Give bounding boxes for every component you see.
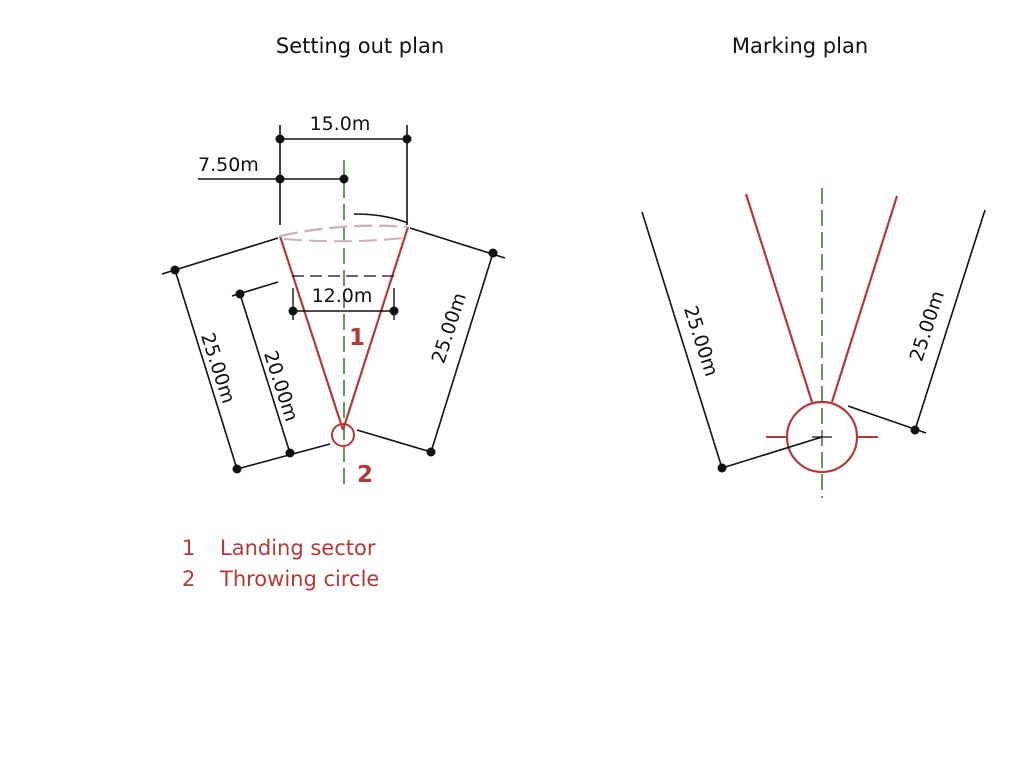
throwing-circle [331,423,355,447]
legend: 1 Landing sector 2 Throwing circle [182,536,379,591]
legend-label: Landing sector [220,536,376,560]
legend-item: 1 Landing sector [182,536,376,560]
marking-dimension-left-25m: 25.00m [641,211,823,473]
dimension-left-20m-label: 20.00m [259,348,302,424]
throwing-circle-marker: 2 [357,462,373,488]
dimension-left-25m-label: 25.00m [196,330,239,406]
marking-sector-right [830,195,899,403]
dimension-12m: 12.0m [288,285,399,320]
marking-dimension-right-25m: 25.00m [847,209,986,435]
setting-out-plan-title: Setting out plan [276,34,444,58]
outer-arc-dashed-2 [283,237,406,243]
dimension-15m: 15.0m [275,113,412,225]
dimension-right-25m-label: 25.00m [428,290,471,366]
dimension-12m-label: 12.0m [312,285,373,307]
setting-out-plan: 15.0m 7.50m 12.0m 25.00m [161,113,506,488]
landing-sector-marker: 1 [349,325,365,351]
dimension-7-5m: 7.50m [198,154,349,184]
dimension-right-25m: 25.00m [356,227,506,457]
dimension-15m-label: 15.0m [310,113,371,135]
marking-plan-title: Marking plan [732,34,868,58]
legend-item: 2 Throwing circle [182,567,379,591]
top-arc [353,213,409,224]
legend-number: 1 [182,536,195,560]
marking-sector-left [744,193,814,403]
marking-left-25m-label: 25.00m [679,303,722,379]
outer-arc-dashed [279,224,409,238]
marking-right-25m-label: 25.00m [906,288,949,364]
dimension-7-5m-label: 7.50m [198,154,259,176]
marking-plan: 25.00m 25.00m [641,188,986,498]
dimension-left-25m: 25.00m [161,237,331,474]
legend-label: Throwing circle [219,567,379,591]
landing-sector-lines [278,226,410,431]
legend-number: 2 [182,567,195,591]
